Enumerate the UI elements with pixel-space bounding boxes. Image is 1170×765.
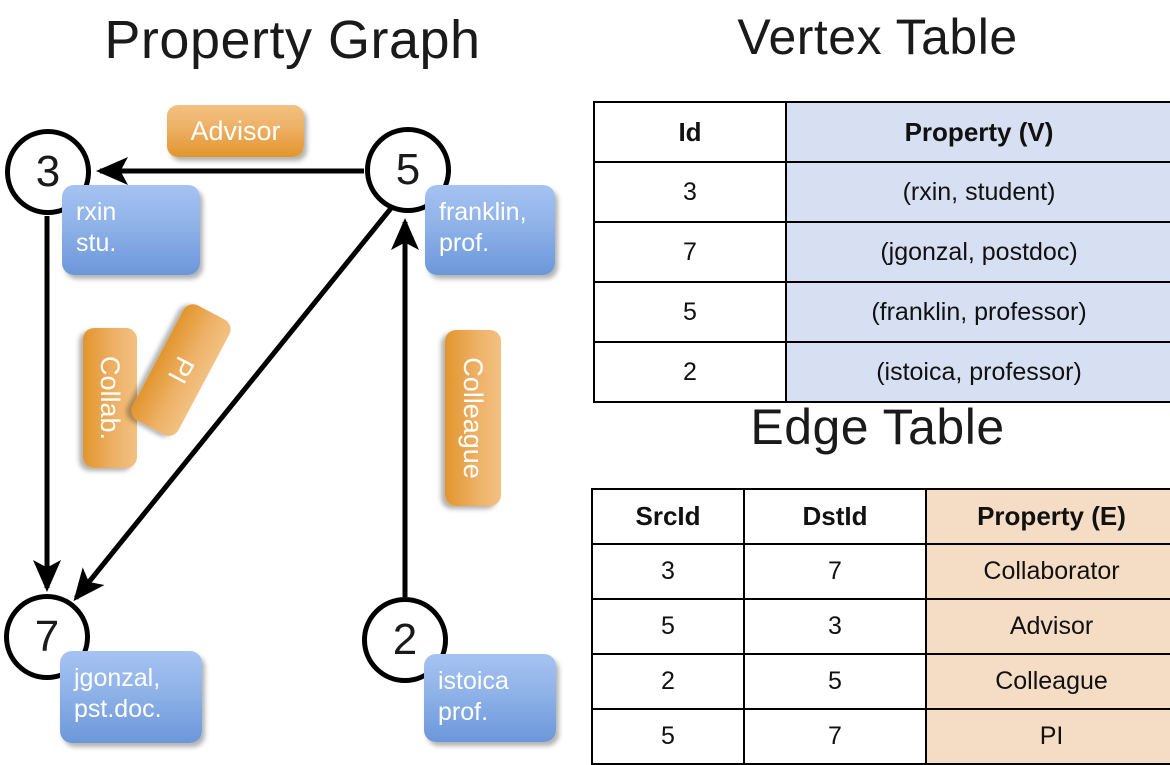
- vertex-row-1-property: (jgonzal, postdoc): [785, 221, 1170, 283]
- table-row[interactable]: 5 7 PI: [591, 708, 1170, 765]
- vertex-table: Id Property (V) 3 (rxin, student) 7 (jgo…: [593, 101, 1170, 403]
- vertex-node-5-id: 5: [395, 145, 421, 194]
- edge-row-0-property: Collaborator: [925, 543, 1170, 600]
- vertex-node-5[interactable]: 5: [365, 127, 451, 213]
- vertex-row-2-property: (franklin, professor): [785, 281, 1170, 343]
- vertex-row-0-property: (rxin, student): [785, 161, 1170, 223]
- vertex-row-3-id: 2: [593, 341, 787, 403]
- vertex-property-box-istoica[interactable]: istoica prof.: [424, 654, 556, 742]
- edge-row-2-src: 2: [591, 653, 745, 710]
- edge-row-3-dst: 7: [743, 708, 927, 765]
- vertex-property-jgonzal-line1: jgonzal,: [74, 664, 161, 692]
- vertex-row-1-id: 7: [593, 221, 787, 283]
- vertex-property-franklin-line1: franklin,: [439, 198, 527, 226]
- edge-label-colleague[interactable]: Colleague: [445, 330, 501, 506]
- edge-row-1-property: Advisor: [925, 598, 1170, 655]
- graph-edge-lines: [32, 156, 420, 602]
- table-header-row: Id Property (V): [593, 101, 1170, 163]
- page-title-vertex-table: Vertex Table: [737, 9, 1018, 65]
- vertex-property-istoica-line2: prof.: [438, 698, 489, 726]
- table-row[interactable]: 5 3 Advisor: [591, 598, 1170, 655]
- edge-label-advisor[interactable]: Advisor: [167, 105, 304, 157]
- vertex-node-2[interactable]: 2: [362, 597, 448, 683]
- edge-row-0-src: 3: [591, 543, 745, 600]
- edge-row-1-src: 5: [591, 598, 745, 655]
- property-graph-diagram: 3 5 7 2 rxin stu. franklin, prof. jgonza…: [0, 0, 585, 760]
- edge-row-2-dst: 5: [743, 653, 927, 710]
- vertex-property-istoica-line1: istoica: [438, 667, 509, 695]
- table-row[interactable]: 3 (rxin, student): [593, 161, 1170, 223]
- edge-table-header-srcid: SrcId: [591, 488, 745, 545]
- vertex-node-3-id: 3: [35, 147, 61, 196]
- vertex-table-header-property: Property (V): [785, 101, 1170, 163]
- table-row[interactable]: 5 (franklin, professor): [593, 281, 1170, 343]
- vertex-property-rxin-line1: rxin: [76, 198, 117, 226]
- edge-5-to-7: [73, 205, 394, 602]
- vertex-node-2-id: 2: [392, 615, 418, 664]
- vertex-row-2-id: 5: [593, 281, 787, 343]
- vertex-property-jgonzal-line2: pst.doc.: [74, 695, 162, 723]
- edge-table-header-dstid: DstId: [743, 488, 927, 545]
- table-row[interactable]: 2 5 Colleague: [591, 653, 1170, 710]
- edge-row-0-dst: 7: [743, 543, 927, 600]
- vertex-property-box-franklin[interactable]: franklin, prof.: [425, 185, 555, 275]
- vertex-row-0-id: 3: [593, 161, 787, 223]
- page-title-property-graph: Property Graph: [104, 10, 481, 70]
- table-row[interactable]: 3 7 Collaborator: [591, 543, 1170, 600]
- vertex-property-franklin-line2: prof.: [439, 229, 490, 257]
- table-row[interactable]: 7 (jgonzal, postdoc): [593, 221, 1170, 283]
- vertex-property-rxin-line2: stu.: [76, 229, 117, 257]
- vertex-node-7-id: 7: [34, 612, 60, 661]
- vertex-table-header-id: Id: [593, 101, 787, 163]
- vertex-property-box-rxin[interactable]: rxin stu.: [62, 185, 200, 275]
- edge-label-collab[interactable]: Collab.: [83, 328, 137, 468]
- edge-row-1-dst: 3: [743, 598, 927, 655]
- edge-row-3-property: PI: [925, 708, 1170, 765]
- edge-table-header-property: Property (E): [925, 488, 1170, 545]
- table-header-row: SrcId DstId Property (E): [591, 488, 1170, 545]
- vertex-property-box-jgonzal[interactable]: jgonzal, pst.doc.: [60, 651, 202, 743]
- page-title-edge-table: Edge Table: [750, 399, 1005, 455]
- edge-row-2-property: Colleague: [925, 653, 1170, 710]
- vertex-row-3-property: (istoica, professor): [785, 341, 1170, 403]
- edge-row-3-src: 5: [591, 708, 745, 765]
- edge-table: SrcId DstId Property (E) 3 7 Collaborato…: [591, 488, 1170, 765]
- table-row[interactable]: 2 (istoica, professor): [593, 341, 1170, 403]
